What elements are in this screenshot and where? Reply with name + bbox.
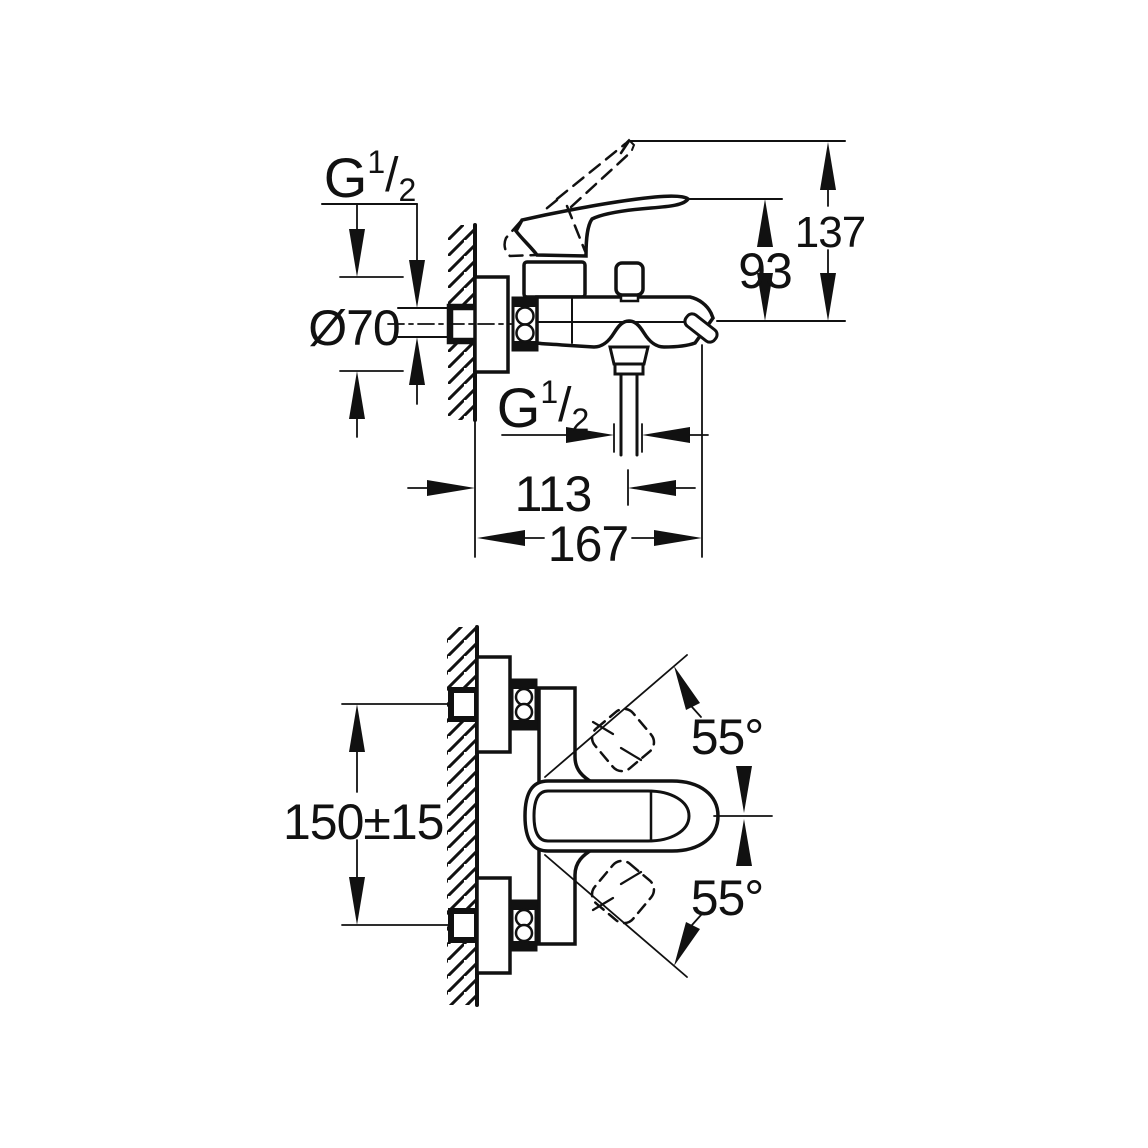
wall-section bbox=[448, 223, 477, 558]
shower-socket-dashed-bottom bbox=[590, 859, 656, 925]
dim-label-137: 137 bbox=[794, 208, 866, 257]
dim-label-55-bottom: 55° bbox=[690, 870, 765, 926]
dim-shower-thread bbox=[501, 423, 709, 453]
dim-label-dia70: Ø70 bbox=[308, 300, 401, 356]
dim-label-150: 150±15 bbox=[283, 794, 444, 850]
dim-150 bbox=[341, 703, 449, 926]
dim-label-93: 93 bbox=[738, 243, 793, 299]
dim-label-wall-thread: G1/2 bbox=[323, 144, 417, 209]
dim-label-113: 113 bbox=[514, 466, 593, 522]
wall-union-top bbox=[448, 687, 480, 722]
thread-extension-lines bbox=[397, 307, 449, 338]
swivel-axis-top bbox=[544, 654, 688, 778]
cartridge-housing bbox=[522, 260, 587, 299]
diverter-knob bbox=[614, 261, 645, 303]
lever-raised-dashed bbox=[503, 142, 634, 258]
wall-hatch-front bbox=[447, 627, 477, 1005]
union-nut-side bbox=[511, 296, 539, 352]
reference-lines bbox=[619, 139, 846, 322]
spout-aerator bbox=[683, 312, 719, 344]
dim-137 bbox=[820, 142, 836, 321]
wall-union-bottom bbox=[448, 908, 480, 943]
dim-label-shower-thread: G1/2 bbox=[496, 374, 590, 439]
front-view bbox=[341, 625, 773, 1007]
dim-label-167: 167 bbox=[547, 516, 629, 572]
union-nut-top bbox=[510, 678, 538, 731]
lever-handle-side bbox=[513, 194, 691, 258]
shower-socket-dashed-top bbox=[590, 707, 656, 773]
dim-wall-thread bbox=[321, 203, 425, 405]
swivel-axis-bottom bbox=[544, 854, 688, 978]
lever-handle-front bbox=[523, 779, 720, 853]
escutcheon-top bbox=[475, 655, 512, 754]
union-nut-bottom bbox=[510, 899, 538, 952]
dim-angle-bottom bbox=[674, 819, 752, 966]
escutcheon-bottom bbox=[475, 876, 512, 975]
dim-dia70 bbox=[339, 370, 404, 438]
dim-167 bbox=[477, 344, 703, 558]
shower-outlet bbox=[608, 345, 650, 457]
wall-section-front bbox=[447, 625, 479, 1007]
dim-113 bbox=[407, 469, 696, 506]
dim-label-55-top: 55° bbox=[690, 709, 765, 765]
dim-93 bbox=[757, 199, 773, 321]
dim-angle-top bbox=[674, 666, 752, 813]
side-view bbox=[321, 138, 846, 558]
